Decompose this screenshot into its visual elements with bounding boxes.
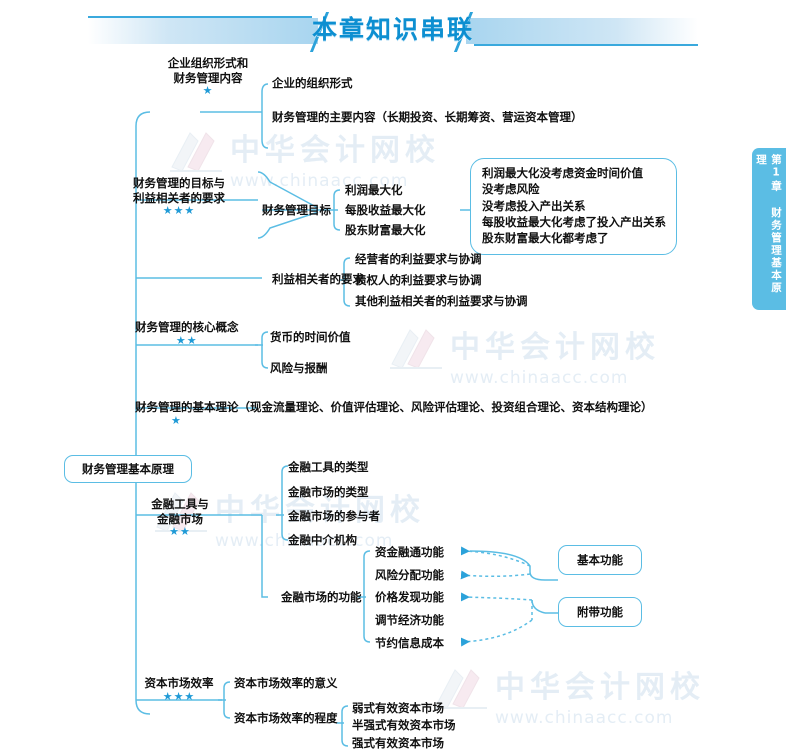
- branch5-item-1: 金融市场的类型: [288, 485, 369, 499]
- branch5-stars: ★★: [169, 525, 191, 539]
- branch3-item-1: 风险与报酬: [270, 361, 328, 375]
- branch5-function-item-2: 价格发现功能: [375, 590, 444, 604]
- branch3-item-0: 货币的时间价值: [270, 330, 351, 344]
- branch1-title: 企业组织形式和 财务管理内容 ★: [148, 56, 268, 98]
- callout-line-0: 利润最大化没考虑资金时间价值: [482, 166, 643, 180]
- chapter-side-tab: 第1章 财务管理基本原理: [752, 148, 786, 310]
- branch2-stakeholder-item-2: 其他利益相关者的利益要求与协调: [355, 294, 528, 308]
- branch6-degree-item-1: 半强式有效资本市场: [352, 718, 456, 732]
- branch2-callout: 利润最大化没考虑资金时间价值 没考虑风险 没考虑投入产出关系 每股收益最大化考虑…: [470, 158, 677, 255]
- group-extra-functions: 附带功能: [558, 597, 642, 627]
- branch6-stars: ★★★: [162, 689, 196, 703]
- page-title: 本章知识串联: [311, 15, 474, 44]
- branch3-title: 财务管理的核心概念 ★★: [135, 320, 239, 347]
- branch3-stars: ★★: [175, 333, 198, 347]
- branch6-degree-item-0: 弱式有效资本市场: [352, 701, 444, 715]
- branch2-title-line1: 财务管理的目标与: [133, 176, 225, 190]
- branch5-item-0: 金融工具的类型: [288, 460, 369, 474]
- branch2-stakeholder-label: 利益相关者的要求: [272, 272, 364, 286]
- branch1-title-line2: 财务管理内容: [173, 70, 243, 85]
- branch5-title-line2: 金融市场: [157, 511, 203, 526]
- callout-line-2: 没考虑投入产出关系: [482, 198, 586, 213]
- branch2-goal-item-0: 利润最大化: [345, 183, 403, 197]
- banner-band-right: [466, 18, 698, 44]
- branch6-title-text: 资本市场效率: [144, 676, 214, 690]
- branch1-item-0: 企业的组织形式: [272, 76, 353, 90]
- branch5-function-item-4: 节约信息成本: [375, 636, 444, 650]
- branch6-title: 资本市场效率 ★★★: [133, 676, 225, 703]
- branch5-function-item-3: 调节经济功能: [375, 613, 444, 627]
- branch4-stars: ★: [171, 413, 182, 427]
- branch5-function-item-0: 资金融通功能: [375, 545, 444, 559]
- branch1-title-line1: 企业组织形式和: [167, 56, 249, 70]
- branch2-stars: ★★★: [162, 204, 196, 218]
- callout-line-1: 没考虑风险: [482, 182, 540, 197]
- branch3-title-text: 财务管理的核心概念: [135, 320, 239, 334]
- callout-line-3: 每股收益最大化考虑了投入产出关系: [482, 214, 666, 229]
- branch5-title-line1: 金融工具与: [151, 497, 209, 511]
- branch5-function-item-1: 风险分配功能: [375, 568, 444, 582]
- group-basic-functions: 基本功能: [558, 545, 642, 575]
- branch6-item-1: 资本市场效率的程度: [234, 711, 338, 725]
- branch4-title-text: 财务管理的基本理论（现金流量理论、价值评估理论、风险评估理论、投资组合理论、资本…: [135, 400, 653, 414]
- branch2-title-line2: 利益相关者的要求: [133, 190, 225, 205]
- branch2-goal-item-1: 每股收益最大化: [345, 203, 426, 217]
- banner-band-left: [88, 18, 318, 44]
- branch2-goal-label: 财务管理目标: [262, 203, 331, 217]
- center-node: 财务管理基本原理: [64, 455, 192, 483]
- page-banner: 本章知识串联: [0, 8, 786, 54]
- branch2-stakeholder-item-1: 债权人的利益要求与协调: [355, 273, 482, 287]
- branch1-item-1: 财务管理的主要内容（长期投资、长期筹资、营运资本管理）: [272, 110, 583, 124]
- branch5-item-2: 金融市场的参与者: [288, 509, 380, 523]
- branch2-stakeholder-item-0: 经营者的利益要求与协调: [355, 252, 482, 266]
- branch5-function-label: 金融市场的功能: [281, 590, 362, 604]
- branch2-goal-item-2: 股东财富最大化: [345, 223, 426, 237]
- branch4-title: 财务管理的基本理论（现金流量理论、价值评估理论、风险评估理论、投资组合理论、资本…: [135, 400, 653, 427]
- banner-rule-right: [474, 44, 698, 46]
- branch5-item-3: 金融中介机构: [288, 533, 357, 547]
- branch6-degree-item-2: 强式有效资本市场: [352, 736, 444, 750]
- branch5-title: 金融工具与 金融市场 ★★: [132, 497, 228, 539]
- callout-line-4: 股东财富最大化都考虑了: [482, 231, 609, 246]
- branch6-item-0: 资本市场效率的意义: [234, 676, 338, 690]
- banner-rule-left: [88, 16, 312, 18]
- branch1-stars: ★: [202, 84, 214, 98]
- branch2-title: 财务管理的目标与 利益相关者的要求 ★★★: [133, 176, 225, 218]
